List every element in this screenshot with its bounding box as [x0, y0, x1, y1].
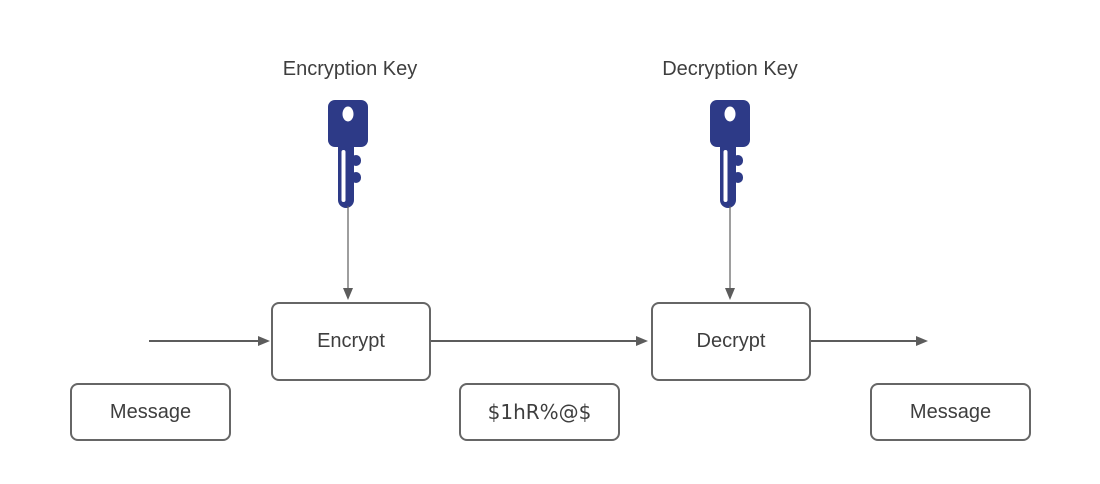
key-icon	[710, 100, 750, 208]
input-arrow	[149, 336, 270, 346]
encrypt-node-label: Encrypt	[317, 330, 385, 352]
decryption-key-label: Decryption Key	[662, 58, 798, 80]
decryption-key-arrow	[725, 206, 735, 300]
encryption-key-arrow	[343, 206, 353, 300]
encryption-key-label: Encryption Key	[282, 58, 418, 80]
key-icon	[328, 100, 368, 208]
message-output-label: Message	[909, 400, 992, 423]
message-output-node: Message	[870, 383, 1031, 441]
message-input-label: Message	[109, 400, 192, 423]
decrypt-node: Decrypt	[651, 302, 811, 381]
encrypt-to-decrypt-arrow	[431, 336, 648, 346]
decrypt-node-label: Decrypt	[696, 330, 766, 352]
output-arrow	[811, 336, 928, 346]
encrypt-node: Encrypt	[271, 302, 431, 381]
message-input-node: Message	[70, 383, 231, 441]
ciphertext-label: $1hR%@$	[487, 400, 592, 424]
ciphertext-node: $1hR%@$	[459, 383, 620, 441]
